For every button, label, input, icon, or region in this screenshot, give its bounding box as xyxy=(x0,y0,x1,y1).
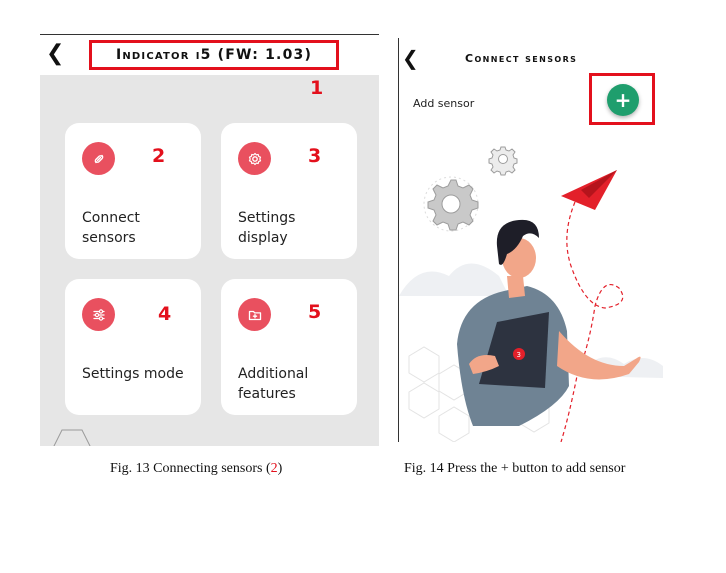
caption-text: ) xyxy=(277,461,283,476)
tablet-icon: 3 xyxy=(479,312,549,388)
card-settings-mode[interactable]: 4 Settings mode xyxy=(65,279,201,415)
add-sensor-label: Add sensor xyxy=(413,97,475,110)
card-label: Additional features xyxy=(238,366,309,402)
hexagon-decoration xyxy=(53,429,91,446)
gear-icon xyxy=(488,146,518,176)
back-arrow-icon[interactable]: ❮ xyxy=(46,41,65,66)
card-label: Settings mode xyxy=(82,366,184,382)
page-title: Indicator i5 (FW: 1.03) xyxy=(115,47,313,63)
back-arrow-icon[interactable]: ❮ xyxy=(402,46,419,70)
caption-reference: 2 xyxy=(270,461,278,476)
gear-icon xyxy=(423,176,479,232)
main-menu-screen: ❮ Indicator i5 (FW: 1.03) 1 2 Connect se… xyxy=(40,34,379,446)
callout-number: 1 xyxy=(310,77,324,99)
callout-number: 5 xyxy=(308,301,322,323)
card-label: Settings display xyxy=(238,210,296,246)
cloud-decoration xyxy=(399,263,509,296)
card-label: Connect sensors xyxy=(82,210,140,246)
illustration: 3 xyxy=(399,146,663,442)
paper-plane-icon xyxy=(561,170,617,210)
person-arm xyxy=(557,331,641,380)
link-icon xyxy=(82,142,115,175)
figure-caption-14: Fig. 14 Press the + button to add sensor xyxy=(404,461,626,476)
top-bar: ❮ Indicator i5 (FW: 1.03) xyxy=(40,34,379,75)
title-highlight-box: Indicator i5 (FW: 1.03) xyxy=(89,40,339,70)
card-additional-features[interactable]: 5 Additional features xyxy=(221,279,357,415)
person-hand xyxy=(469,355,499,374)
add-button-highlight-box: + xyxy=(589,73,655,125)
caption-text: Fig. 13 Connecting sensors ( xyxy=(110,461,271,476)
person-neck xyxy=(507,276,525,298)
page-title: Connect sensors xyxy=(465,52,578,65)
person-hair xyxy=(496,219,539,265)
svg-text:3: 3 xyxy=(517,351,521,359)
callout-number: 2 xyxy=(152,145,166,167)
callout-number: 3 xyxy=(308,145,322,167)
connect-sensors-screen: ❮ Connect sensors Add sensor + xyxy=(398,38,663,442)
add-sensor-button[interactable]: + xyxy=(607,84,639,116)
dashed-trajectory xyxy=(560,201,624,442)
card-settings-display[interactable]: 3 Settings display xyxy=(221,123,357,259)
card-connect-sensors[interactable]: 2 Connect sensors xyxy=(65,123,201,259)
folder-plus-icon xyxy=(238,298,271,331)
callout-number: 4 xyxy=(158,303,172,325)
gear-icon xyxy=(238,142,271,175)
sliders-icon xyxy=(82,298,115,331)
figure-caption-13: Fig. 13 Connecting sensors (2) xyxy=(110,461,282,477)
